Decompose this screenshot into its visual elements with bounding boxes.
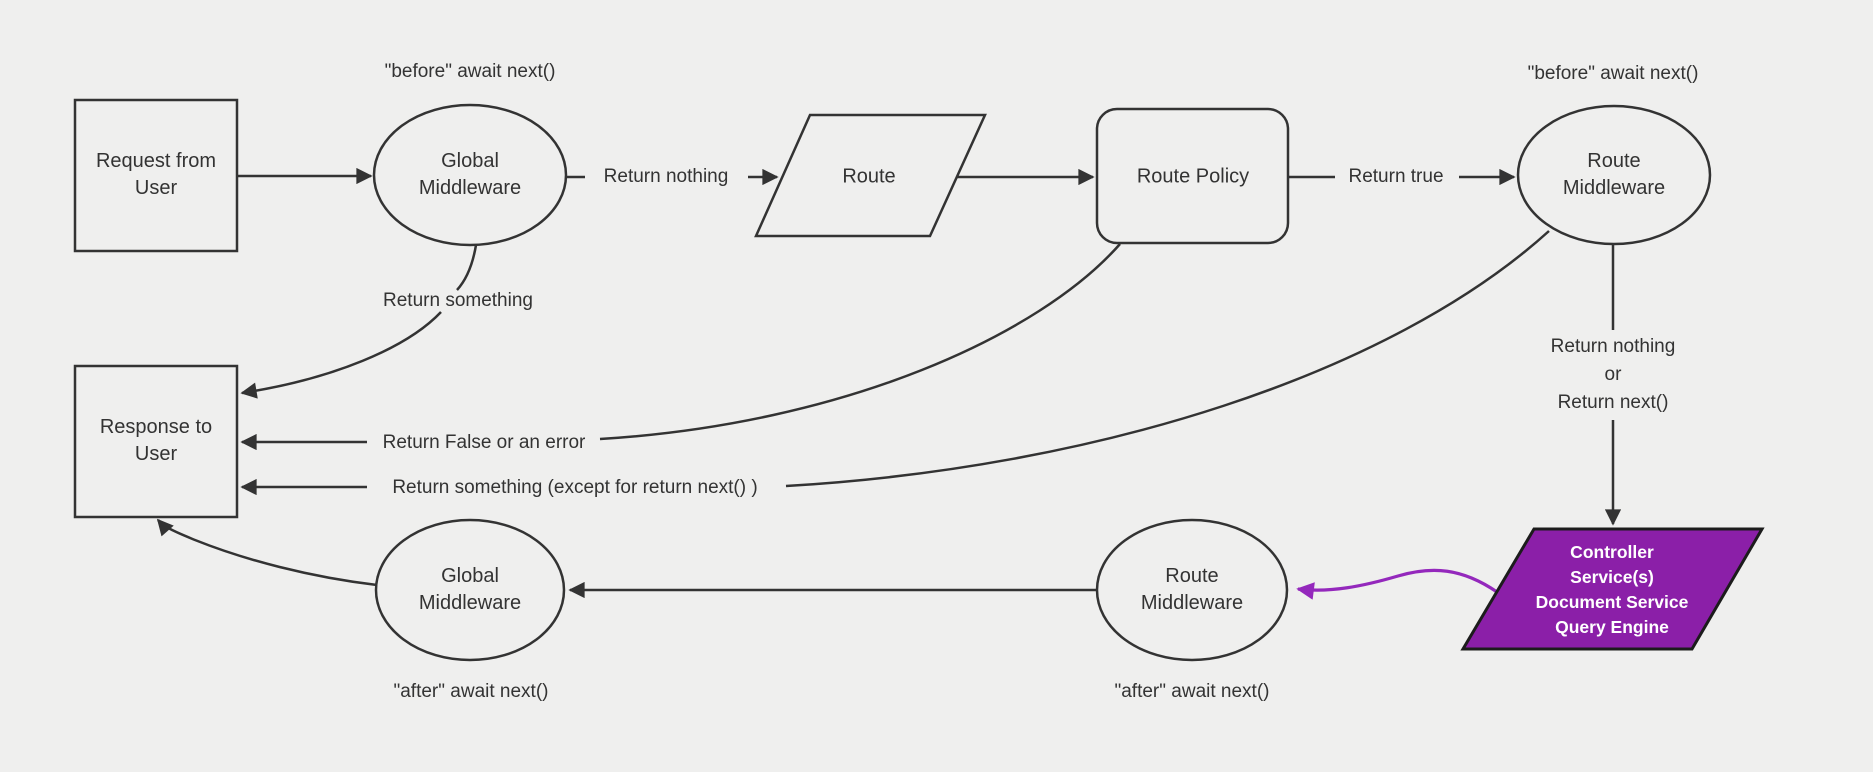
global-middleware-top-node-shape	[372, 103, 568, 247]
edge-global-to-response-lower	[240, 311, 442, 399]
edge-controller-to-routemw-bottom	[1296, 568, 1498, 600]
edge-policy-to-response-curve	[599, 243, 1121, 441]
edge-global-to-response-upper	[456, 244, 478, 291]
controller-node-shape	[1460, 527, 1765, 651]
route-node-shape	[754, 113, 987, 238]
edge-global-bottom-to-response	[156, 518, 378, 587]
response-node-shape	[73, 364, 239, 519]
request-node-shape	[73, 98, 239, 253]
route-middleware-top-node-shape	[1516, 104, 1712, 246]
route-middleware-bottom-node-shape	[1095, 518, 1289, 662]
edge-routemw-to-response-curve	[785, 230, 1550, 488]
route-policy-node-shape	[1095, 107, 1290, 245]
global-middleware-bottom-node-shape	[374, 518, 566, 662]
